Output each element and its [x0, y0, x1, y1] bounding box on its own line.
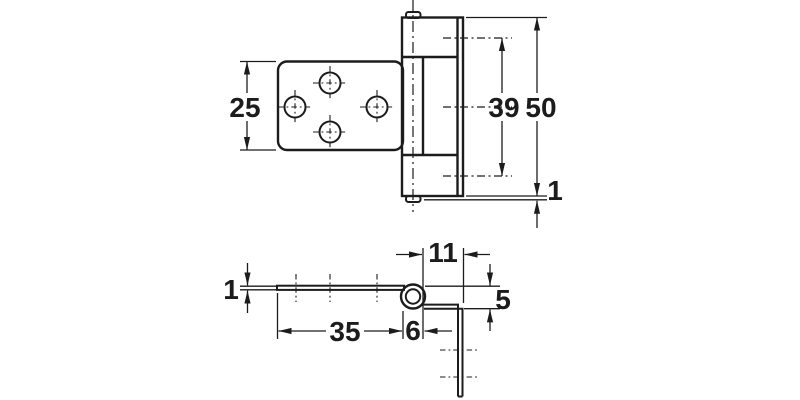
- knuckle-inner-circle: [404, 288, 422, 305]
- dim-leaf-length: 35: [276, 293, 404, 347]
- hinge-leaf-outline: [276, 60, 405, 152]
- pin-cap-top: [405, 11, 422, 19]
- dim-label-1: 1: [223, 274, 239, 305]
- front-view: 25 39 50 1: [229, 0, 563, 228]
- dim-label-6: 6: [405, 315, 421, 346]
- dim-label-25: 25: [229, 92, 260, 123]
- screw-hole-right: [360, 90, 394, 124]
- screw-hole-top: [313, 66, 347, 100]
- dim-knuckle-span: 39: [443, 37, 520, 177]
- screw-hole-left: [278, 90, 312, 124]
- frame-leg-inner: [423, 303, 459, 397]
- dim-leaf-thickness: 1: [223, 263, 276, 313]
- barrel-outline: [400, 16, 465, 198]
- dim-bottom-offset: 1: [424, 175, 563, 228]
- dim-knuckle-width: 6: [405, 248, 452, 346]
- dim-label-11: 11: [428, 237, 458, 268]
- knuckle-barrel: [400, 11, 465, 203]
- frame-leg-outer: [424, 307, 464, 397]
- dim-label-39: 39: [488, 92, 519, 123]
- side-view: 1 35 6 11 5: [223, 237, 511, 398]
- dim-label-50: 50: [525, 92, 556, 123]
- screw-hole-bottom: [313, 115, 347, 149]
- dim-total-height: 50: [466, 16, 557, 196]
- dim-label-1: 1: [547, 175, 563, 206]
- dim-label-35: 35: [329, 316, 360, 347]
- dim-leaf-height: 25: [229, 60, 276, 151]
- dim-crank-width: 11: [396, 237, 490, 303]
- pin-cap-bottom: [405, 195, 422, 203]
- dim-crank-depth: 5: [425, 264, 511, 331]
- dim-label-5: 5: [495, 284, 511, 315]
- knuckle-outer-circle: [399, 283, 427, 310]
